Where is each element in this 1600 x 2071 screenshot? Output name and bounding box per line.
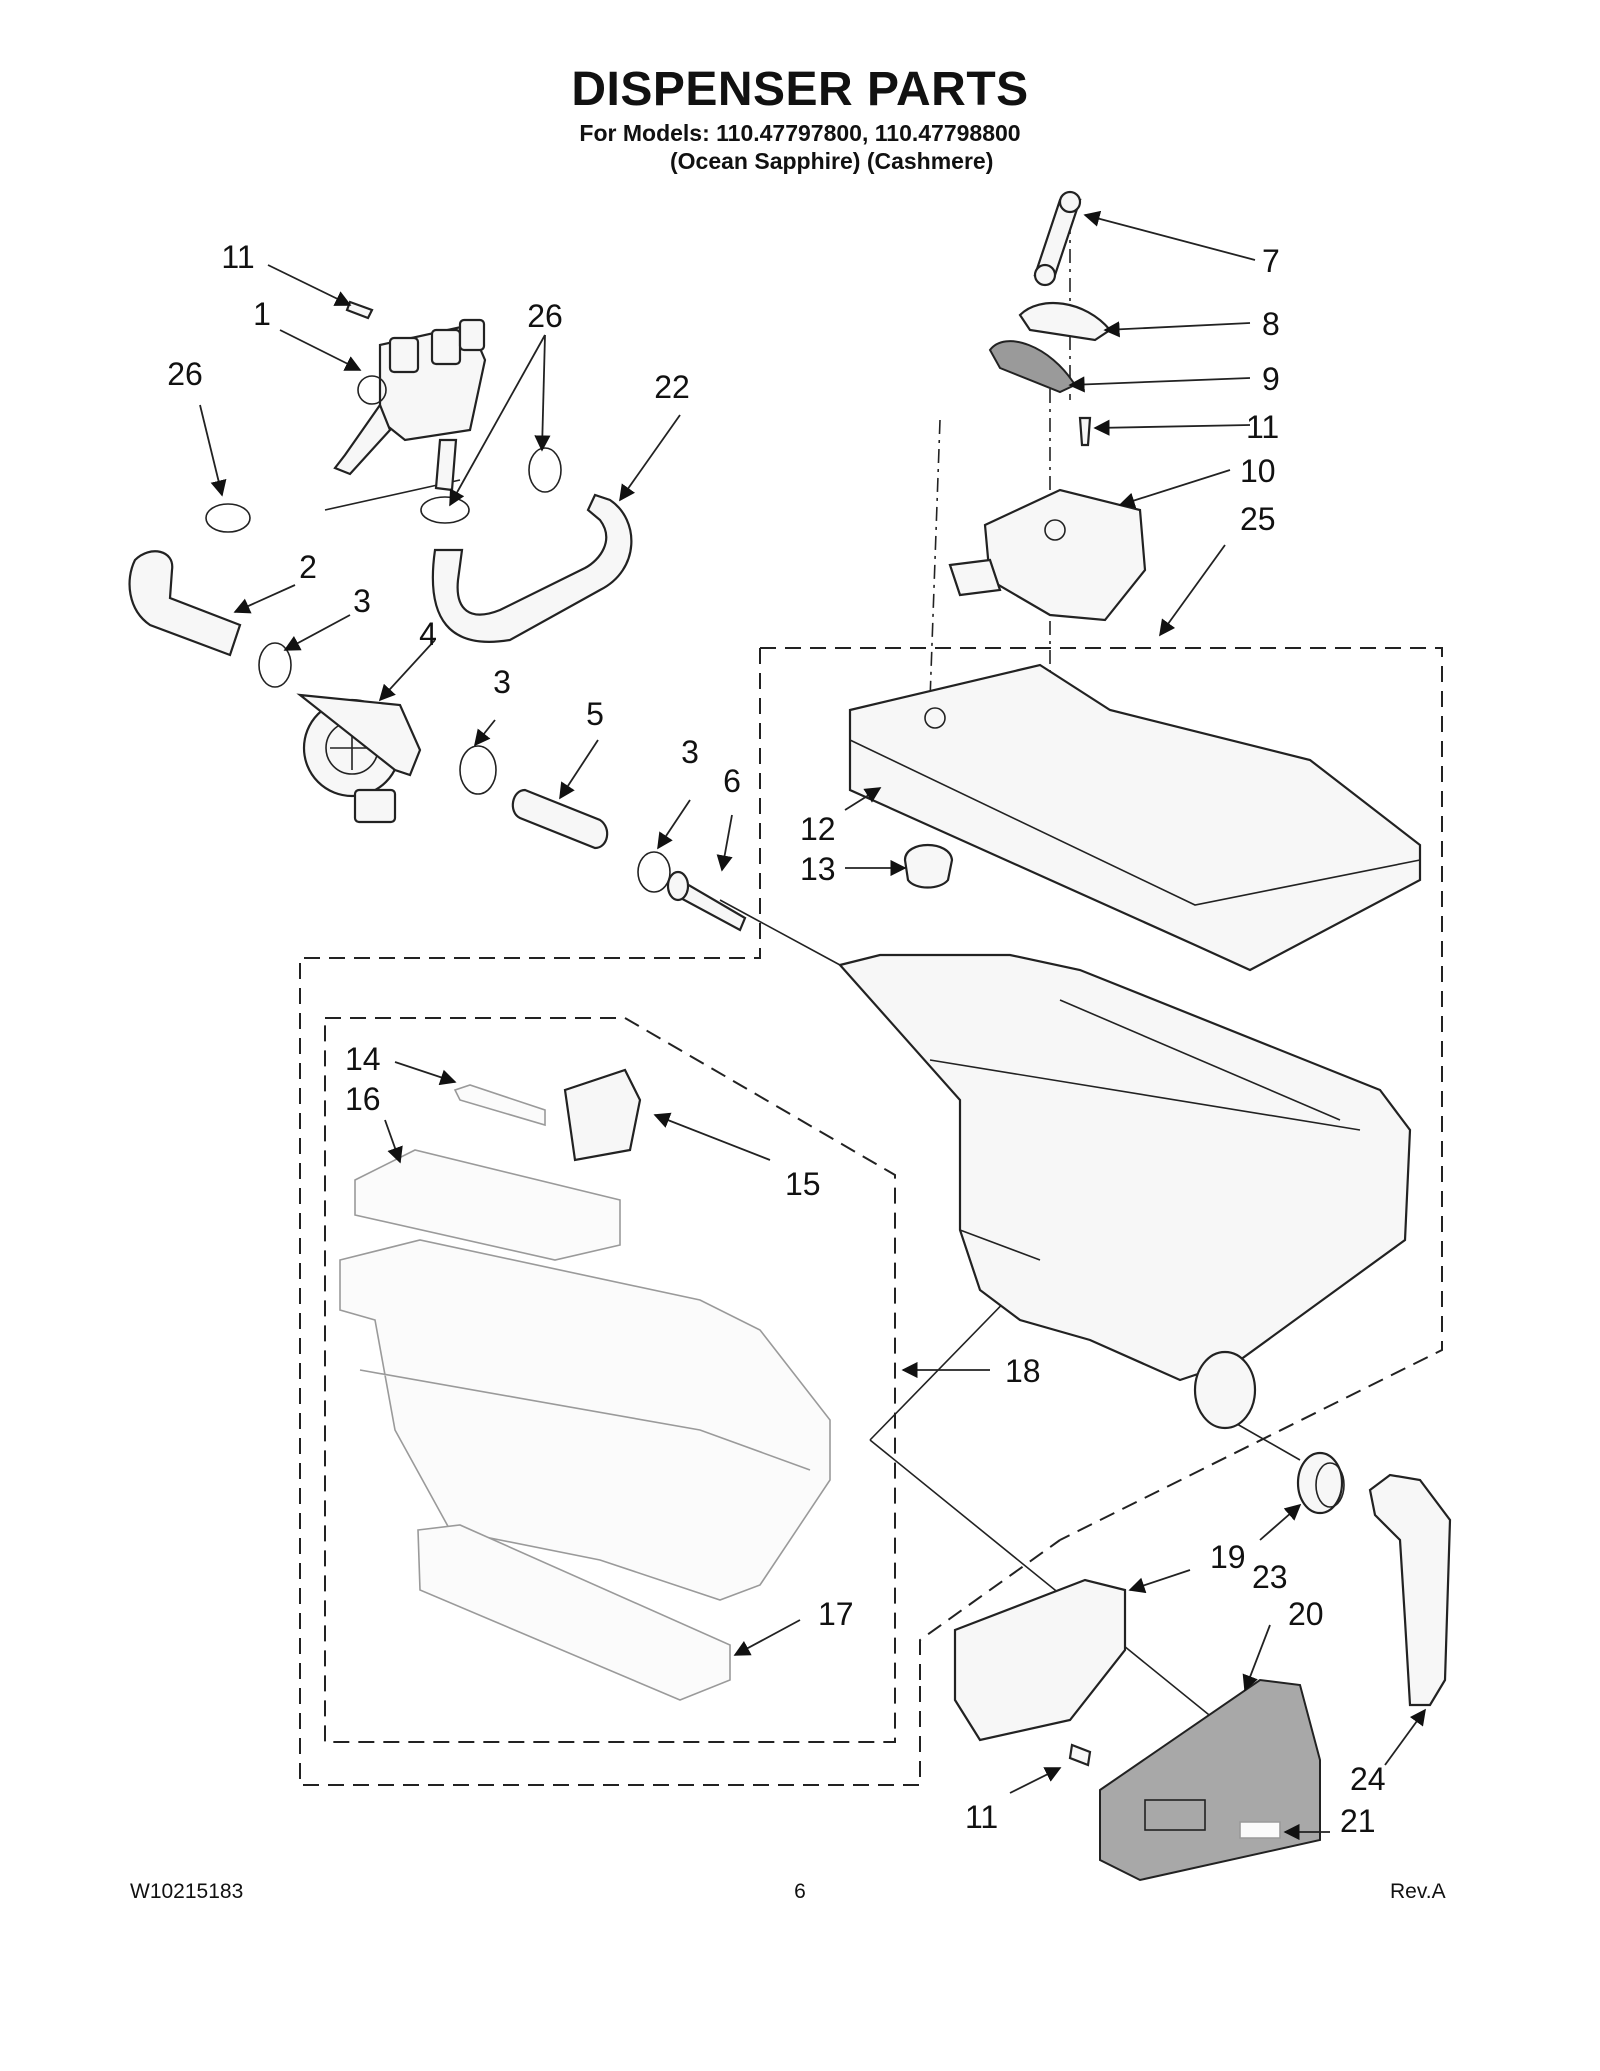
- page-title: DISPENSER PARTS: [571, 63, 1029, 116]
- colors-line: (Ocean Sapphire) (Cashmere): [670, 148, 994, 174]
- callout-23: 23: [1252, 1559, 1288, 1595]
- drawer-handle-part: [417, 1524, 731, 1701]
- dispenser-housing-part: [837, 953, 1412, 1430]
- callout-3: 3: [493, 664, 511, 700]
- housing-assembly-boundary-25: [299, 647, 1443, 1786]
- screw-part: [1078, 416, 1092, 447]
- front-panel-part: [1099, 1678, 1321, 1882]
- hose-clamp-part: [258, 642, 292, 688]
- inlet-hose-part: [431, 493, 633, 643]
- water-valve-part: [333, 318, 487, 492]
- display-window-part: [1144, 1799, 1206, 1831]
- siphon-cap-part: [453, 1084, 546, 1127]
- cam-plate-part: [1018, 301, 1112, 342]
- screw-part: [1068, 1743, 1092, 1767]
- callout-11: 11: [1246, 409, 1279, 445]
- callout-8: 8: [1262, 306, 1280, 342]
- hose-clamp-part: [459, 745, 497, 795]
- dispenser-drawer-part: [339, 1239, 831, 1601]
- callout-21: 21: [1340, 1803, 1376, 1839]
- drawer-insert-part: [354, 1149, 621, 1261]
- callout-14: 14: [345, 1041, 381, 1077]
- label-part: [1239, 1821, 1281, 1839]
- hose-clamp-part: [420, 496, 470, 524]
- hose-clamp-part: [205, 503, 251, 533]
- callout-3: 3: [353, 583, 371, 619]
- callout-4: 4: [419, 616, 437, 652]
- callout-26: 26: [167, 356, 203, 392]
- callout-25: 25: [1240, 501, 1276, 537]
- callout-18: 18: [1005, 1353, 1041, 1389]
- softener-cup-part: [563, 1068, 642, 1162]
- hose-clamp-part: [528, 447, 562, 493]
- document-number: W10215183: [130, 1880, 244, 1903]
- air-break-part: [296, 693, 422, 824]
- page-number: 6: [794, 1880, 806, 1903]
- models-line: For Models: 110.47797800, 110.47798800: [579, 120, 1021, 146]
- front-assembly-boundary: [919, 1539, 1061, 1680]
- screw-part: [345, 300, 374, 320]
- callout-9: 9: [1262, 361, 1280, 397]
- callout-13: 13: [800, 851, 836, 887]
- control-bracket-part: [953, 1578, 1127, 1742]
- callout-26: 26: [527, 298, 563, 334]
- dispenser-motor-part: [948, 488, 1147, 622]
- drawer-assembly-boundary-18: [324, 1017, 896, 1743]
- dispenser-lid-part: [848, 663, 1422, 972]
- hose-part: [128, 550, 242, 657]
- callout-12: 12: [800, 811, 836, 847]
- callout-20: 20: [1288, 1596, 1324, 1632]
- callout-7: 7: [1262, 243, 1280, 279]
- hose-clamp-part: [637, 851, 671, 893]
- float-part: [903, 843, 954, 889]
- vent-hose-part: [1368, 1473, 1452, 1707]
- bellows-part: [1296, 1451, 1345, 1515]
- callout-15: 15: [785, 1166, 821, 1202]
- callout-19: 19: [1210, 1539, 1246, 1575]
- callout-3: 3: [681, 734, 699, 770]
- callout-11: 11: [221, 239, 254, 275]
- callout-16: 16: [345, 1081, 381, 1117]
- callout-22: 22: [654, 369, 690, 405]
- revision: Rev.A: [1390, 1880, 1446, 1903]
- callout-10: 10: [1240, 453, 1276, 489]
- callout-11: 11: [965, 1799, 998, 1835]
- callout-2: 2: [299, 549, 317, 585]
- callout-1: 1: [253, 296, 271, 332]
- callout-5: 5: [586, 696, 604, 732]
- gasket-part: [988, 340, 1077, 394]
- callout-17: 17: [818, 1596, 854, 1632]
- tube-part: [511, 788, 609, 850]
- leader-arrows: [199, 210, 1426, 1841]
- callout-24: 24: [1350, 1761, 1386, 1797]
- callout-6: 6: [723, 763, 741, 799]
